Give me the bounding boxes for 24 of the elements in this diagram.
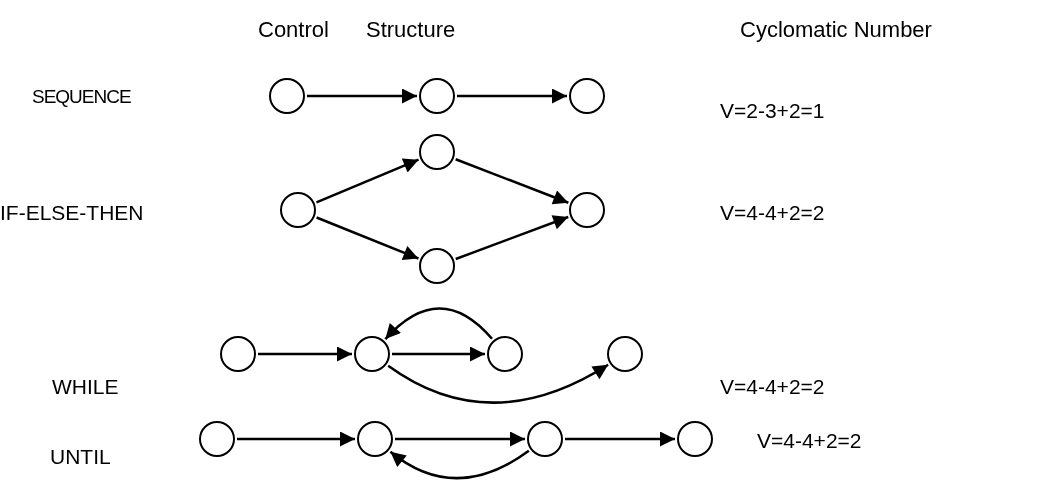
arrow: [237, 431, 355, 447]
row-label: IF-ELSE-THEN: [0, 201, 144, 223]
row-label: UNTIL: [50, 445, 111, 467]
arrow: [455, 215, 569, 261]
arrow: [457, 88, 567, 104]
arrow: [315, 158, 420, 204]
row-label: SEQUENCE: [32, 86, 131, 106]
column-heading: Control: [258, 19, 329, 41]
formula: V=4-4+2=2: [757, 429, 862, 451]
arrow: [455, 158, 569, 205]
formula: V=4-4+2=2: [720, 375, 825, 397]
arrow: [258, 346, 352, 362]
formula: V=2-3+2=1: [720, 99, 825, 121]
arrow: [384, 307, 493, 340]
formula: V=4-4+2=2: [720, 201, 825, 223]
arrow: [392, 346, 485, 362]
arrow: [565, 431, 675, 447]
column-heading: Cyclomatic Number: [740, 19, 932, 41]
arrow: [387, 363, 609, 404]
column-heading: Structure: [366, 19, 456, 41]
arrow: [395, 431, 525, 447]
row-label: WHILE: [52, 375, 119, 397]
arrow: [316, 216, 419, 260]
arrow: [307, 88, 417, 104]
